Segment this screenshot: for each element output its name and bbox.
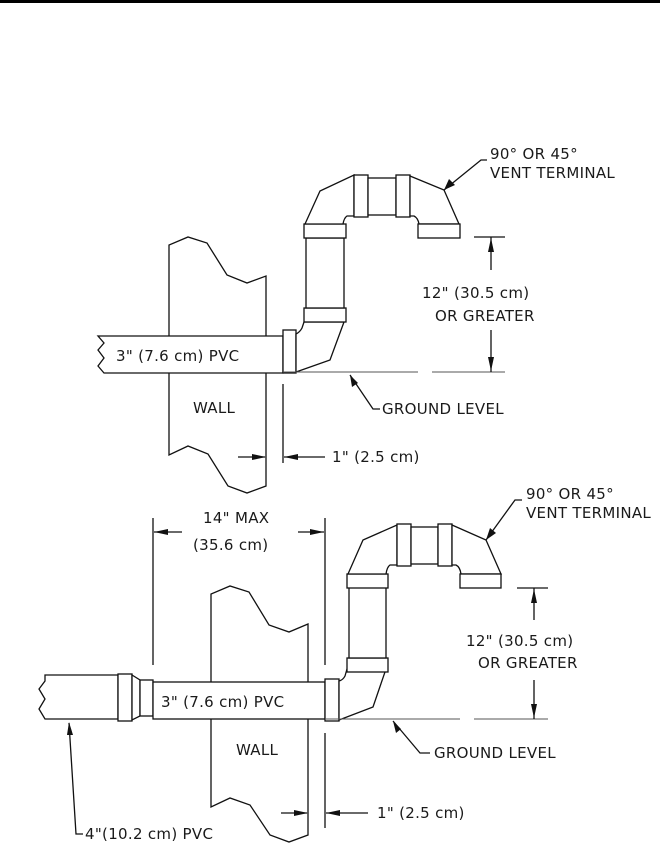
bottom-height-label-1: 12" (30.5 cm) [466,632,573,650]
top-vent-label-2: VENT TERMINAL [490,164,615,182]
top-height-dim [474,236,505,372]
bottom-max-label-2: (35.6 cm) [193,536,268,554]
bottom-clearance-label: 1" (2.5 cm) [377,804,465,822]
top-lower-elbow [295,321,345,373]
bottom-ground-leader [392,720,430,754]
bottom-top-coupling-right [437,523,453,567]
bottom-pipe-3in [152,681,326,720]
top-vent-label-1: 90° OR 45° [490,145,578,163]
bottom-wall [210,585,309,843]
bottom-coupling [324,678,340,722]
top-vertical-pipe [305,237,345,309]
bottom-reducer-collar [139,679,154,717]
bottom-clearance-arrow-left [294,810,308,816]
top-horizontal-segment [367,177,397,216]
bottom-max-arrow-right [310,529,324,535]
bottom-height-label-2: OR GREATER [478,654,578,672]
bottom-vertical-pipe [348,583,387,659]
bottom-vent-label-1: 90° OR 45° [526,485,614,503]
bottom-lower-collar [346,657,389,673]
bottom-upper-left-elbow [347,524,398,575]
bottom-top-coupling-left [396,523,412,567]
top-top-coupling-right [395,174,411,218]
top-clearance-arrow-right [284,454,298,460]
top-wall [168,236,267,494]
top-height-arrow-down [488,357,494,371]
top-rule [0,0,660,3]
bottom-height-arrow-up [531,589,537,603]
top-clearance-arrow-left [252,454,266,460]
top-ground-leader [349,374,380,410]
top-terminal-outlet [417,223,461,239]
top-upper-left-elbow [303,173,355,225]
top-ground-label: GROUND LEVEL [382,400,504,418]
bottom-reducer-taper [131,673,141,722]
bottom-reducer-coupling [117,673,133,722]
bottom-horizontal-segment [410,526,439,565]
bottom-4in-label: 4"(10.2 cm) PVC [85,825,213,843]
top-pipe-label: 3" (7.6 cm) PVC [116,347,239,365]
top-height-arrow-up [488,238,494,252]
top-top-coupling-left [353,174,369,218]
bottom-4in-leader [68,722,83,835]
bottom-ground-label: GROUND LEVEL [434,744,556,762]
bottom-vent-leader [485,499,522,541]
bottom-diagram: 14" MAX (35.6 cm) WALL 3" (7.6 cm) PVC 9… [38,485,651,843]
top-upper-collar [303,223,347,239]
top-height-label-1: 12" (30.5 cm) [422,284,529,302]
bottom-clearance-arrow-right [326,810,340,816]
bottom-max-label-1: 14" MAX [203,509,269,527]
bottom-terminal-outlet [459,573,502,589]
top-diagram: WALL 3" (7.6 cm) PVC 90° OR 45° VENT TER… [96,145,615,494]
top-lower-collar [303,307,347,323]
bottom-ground-arrowhead [393,721,401,733]
top-vent-arrowhead [444,179,455,190]
top-ground-arrowhead [350,375,358,387]
bottom-vent-arrowhead [486,528,496,540]
bottom-4in-arrowhead [67,722,73,735]
bottom-max-arrow-left [154,529,168,535]
bottom-lower-elbow [338,668,387,721]
bottom-height-arrow-down [531,704,537,718]
bottom-pipe-label: 3" (7.6 cm) PVC [161,693,284,711]
top-coupling [282,329,297,374]
bottom-pipe-4in [38,674,119,720]
bottom-wall-label: WALL [236,741,279,759]
bottom-vent-label-2: VENT TERMINAL [526,504,651,522]
top-vent-leader [443,159,487,191]
top-wall-label: WALL [193,399,236,417]
bottom-upper-collar [346,573,389,589]
top-clearance-label: 1" (2.5 cm) [332,448,420,466]
top-height-label-2: OR GREATER [435,307,535,325]
